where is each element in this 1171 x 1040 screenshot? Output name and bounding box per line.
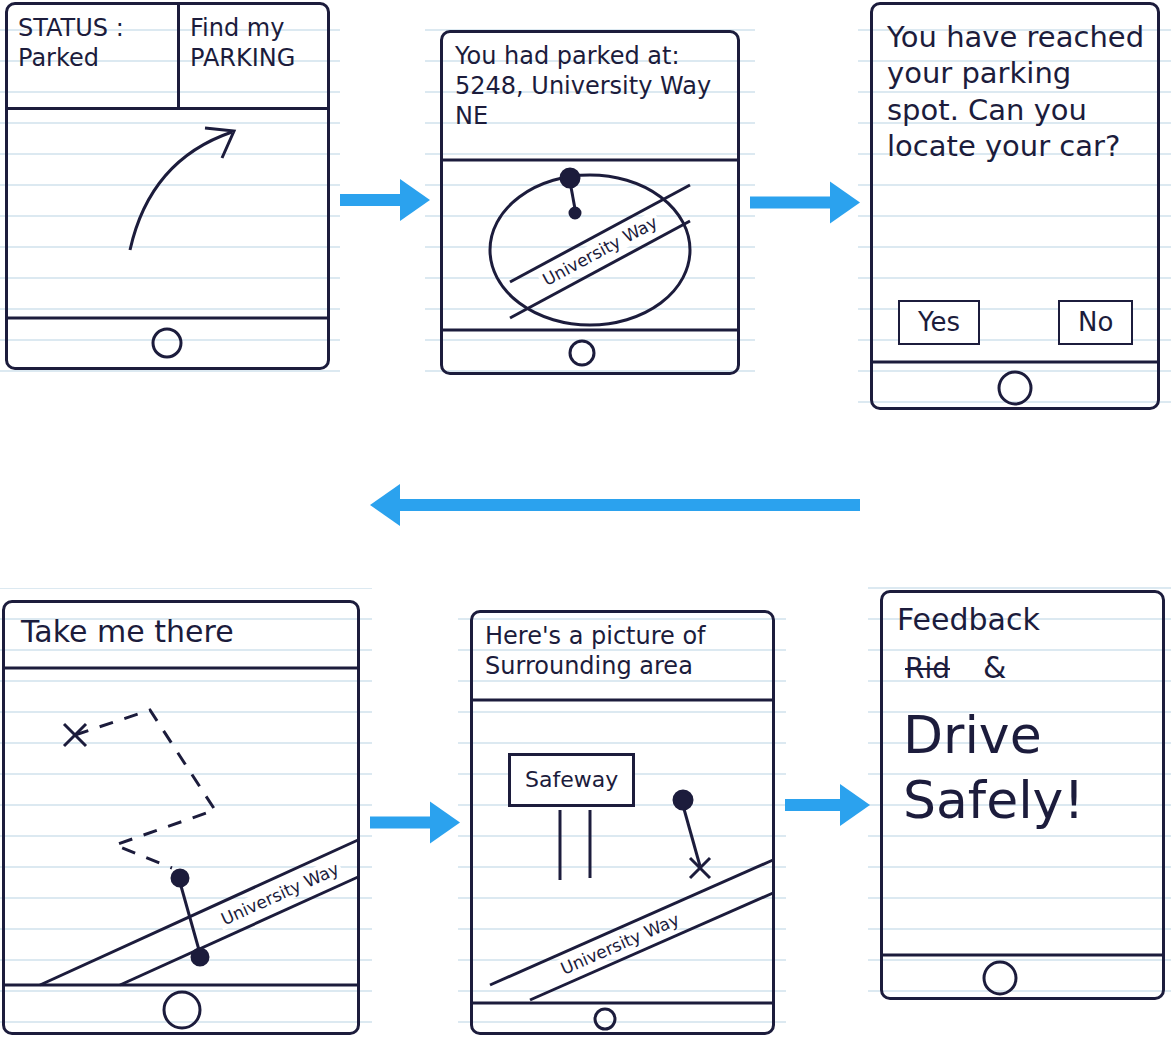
flow-arrow [750,182,860,224]
flow-arrow [785,784,870,826]
phone-chrome [5,160,1162,1029]
header-rule [5,667,357,670]
bottom-bar [873,361,1157,364]
pin-stem [571,187,575,209]
paper-sheet [458,598,786,1040]
arrow-shaft [785,799,842,811]
screen-heading: Take me there [21,613,341,651]
location-pin [561,169,579,187]
home-button [999,372,1031,404]
road-edge [490,860,773,985]
tap-gesture-arrow [130,128,234,250]
paper-sheet [858,0,1171,420]
menu-cell: Find my PARKING [180,5,327,110]
home-button [164,992,200,1028]
store-sign-text: Safeway [525,766,618,794]
phone-screen: Take me there [2,600,360,1035]
paper-sheet [868,578,1171,1010]
status-cell: STATUS : Parked [8,5,180,110]
car-x [690,858,710,878]
header-rule [443,159,737,162]
gesture-curve [130,132,232,250]
arrow-head [370,484,400,526]
no-button-text: No [1078,306,1113,339]
home-button [570,341,594,365]
bottom-bar [883,954,1162,957]
route-map-sketch [40,710,358,985]
road-edge [510,185,690,282]
surroundings-sketch [490,791,773,1000]
map-area [490,175,690,325]
paper-sheet [0,588,372,1040]
yes-button-text: Yes [918,306,960,339]
header-rule [473,699,772,702]
map-sketch [490,169,690,325]
pin-stem [181,886,199,950]
arrow-shaft [750,197,832,209]
location-pin [192,949,208,965]
road-edge [120,877,358,985]
yes-button: Yes [898,300,980,345]
no-button: No [1058,300,1133,345]
flow-arrow [370,484,860,526]
location-pin [674,791,692,809]
ampersand: & [983,649,1006,687]
bottom-bar [8,317,327,320]
store-sign: Safeway [508,753,635,807]
street-label: University Way [215,857,345,931]
paper-sheet [425,18,755,386]
arrow-head [430,802,460,844]
phone-screen: STATUS : ParkedFind my PARKING [5,2,330,370]
struck-word: Rid [905,651,950,686]
car-x [690,858,710,878]
pin-stem [684,809,700,866]
flow-arrow [370,802,460,844]
sign-post [589,810,592,878]
paper-sheet [0,0,340,382]
location-pin [172,870,188,886]
arrow-shaft [370,817,432,829]
phone-screen: You have reached your parking spot. Can … [870,2,1160,410]
phone-screen: Here's a picture of Surrounding areaSafe… [470,610,775,1035]
road-edge [530,893,773,1000]
street-label: University Way [555,908,685,980]
screen-heading: You had parked at: 5248, University Way … [455,41,725,131]
screen-message: You have reached your parking spot. Can … [887,19,1145,164]
arrow-shaft [398,499,860,511]
bottom-bar [5,984,357,987]
screen-heading: Feedback [897,601,1040,639]
farewell-message: Drive Safely! [903,703,1153,833]
route-path [75,710,215,868]
road-edge [40,840,358,985]
home-button [984,962,1016,994]
screen-heading: Here's a picture of Surrounding area [485,621,760,681]
flow-arrow [340,179,430,221]
home-button [595,1009,615,1029]
arrow-shaft [340,194,402,206]
gesture-head [205,128,234,158]
bottom-bar [443,329,737,332]
road-edge [510,221,690,318]
arrow-head [830,182,860,224]
pin-dot [570,208,580,218]
bottom-bar [473,1002,772,1005]
arrow-head [400,179,430,221]
phone-screen: FeedbackRid& Drive Safely! [880,590,1165,1000]
street-label: University Way [536,210,663,291]
home-button [153,329,181,357]
phone-screen: You had parked at: 5248, University Way … [440,30,740,375]
sign-post [559,810,562,880]
arrow-head [840,784,870,826]
